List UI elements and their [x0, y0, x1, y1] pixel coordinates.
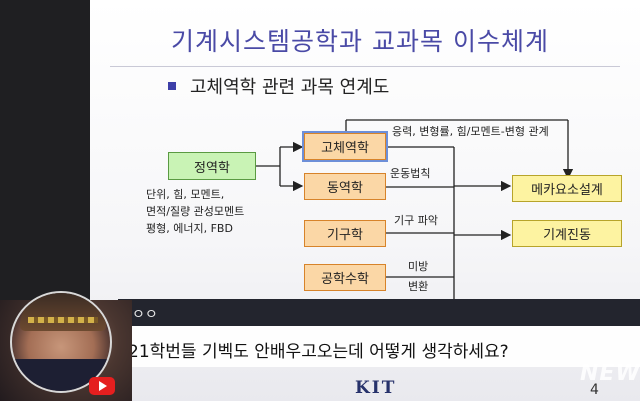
- kit-logo: KIT: [355, 378, 397, 398]
- slide-subtitle: 고체역학 관련 과목 연계도: [190, 77, 390, 98]
- statics-topics: 단위, 힘, 모멘트, 면적/질량 관성모멘트 평형, 에너지, FBD: [146, 186, 306, 237]
- statics-topic-line: 평형, 에너지, FBD: [146, 222, 233, 235]
- chat-overlay: ㅇㅇ 21학번들 기벡도 안배우고오는데 어떻게 생각하세요?: [118, 299, 640, 367]
- box-mechatronics-design: 메카요소설계: [512, 175, 622, 202]
- statics-topic-line: 단위, 힘, 모멘트,: [146, 188, 225, 201]
- slide-title: 기계시스템공학과 교과목 이수체계: [171, 27, 549, 56]
- box-engineering-math: 공학수학: [304, 264, 386, 291]
- label-transform: 변환: [408, 280, 429, 293]
- chat-message: 21학번들 기벡도 안배우고오는데 어떻게 생각하세요?: [128, 342, 509, 362]
- box-solid-mechanics: 고체역학: [304, 133, 386, 160]
- hat-icon: [20, 293, 106, 331]
- diagram-connectors: [256, 119, 574, 300]
- label-mechanism-understanding: 기구 파악: [394, 214, 438, 227]
- label-stress-relations: 응력, 변형률, 힘/모멘트-변형 관계: [392, 125, 549, 138]
- label-motion-law: 운동법칙: [390, 167, 431, 180]
- youtube-icon[interactable]: [89, 377, 115, 395]
- box-statics: 정역학: [168, 152, 256, 180]
- title-divider: [110, 66, 620, 67]
- statics-topic-line: 면적/질량 관성모멘트: [146, 205, 245, 218]
- box-kinematics: 기구학: [304, 220, 386, 247]
- square-bullet-icon: [168, 82, 176, 90]
- label-differential: 미방: [408, 260, 429, 273]
- box-dynamics: 동역학: [304, 173, 386, 200]
- box-mechanical-vibration: 기계진동: [512, 220, 622, 247]
- chat-author: ㅇㅇ: [132, 307, 158, 323]
- chat-author-strip: ㅇㅇ: [118, 299, 640, 326]
- page-number: 4: [590, 382, 599, 398]
